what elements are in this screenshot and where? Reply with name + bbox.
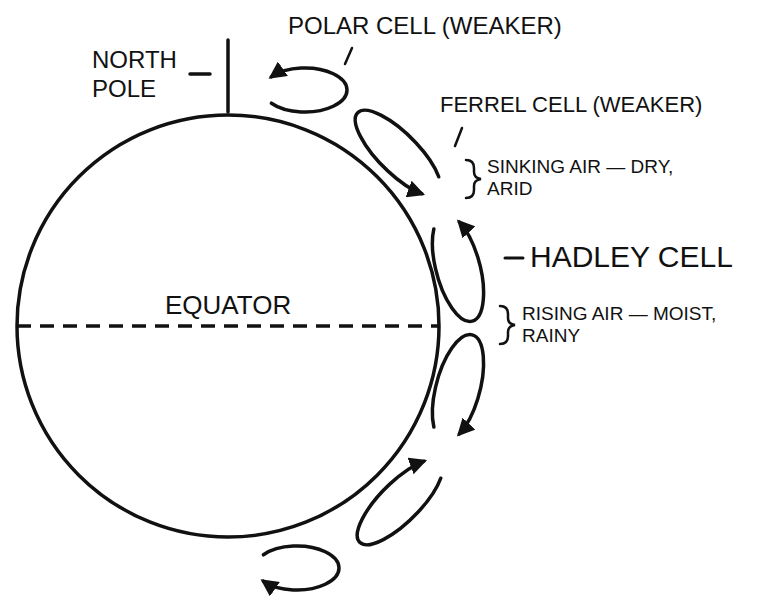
brace bbox=[466, 160, 481, 198]
brace bbox=[500, 306, 515, 344]
polar-cell-loop bbox=[263, 546, 339, 590]
annotation-label: FERREL CELL (WEAKER) bbox=[440, 92, 770, 117]
earth-outline bbox=[15, 113, 441, 539]
annotation-label: POLAR CELL (WEAKER) bbox=[288, 12, 688, 40]
annotation-label: NORTH POLE bbox=[92, 46, 202, 104]
annotation-label: SINKING AIR — DRY, ARID bbox=[487, 156, 677, 200]
earth-circle: EQUATOR bbox=[15, 113, 441, 539]
leader-line bbox=[455, 128, 462, 146]
leader-line bbox=[345, 48, 352, 64]
pole-axis bbox=[226, 40, 230, 112]
leader-dash bbox=[190, 72, 210, 76]
annotation-label: RISING AIR — MOIST, RAINY bbox=[522, 303, 722, 347]
equator-label: EQUATOR bbox=[165, 291, 291, 321]
polar-cell-loop bbox=[271, 68, 347, 112]
annotation-label: HADLEY CELL bbox=[530, 240, 770, 275]
leader-dash bbox=[505, 257, 523, 260]
